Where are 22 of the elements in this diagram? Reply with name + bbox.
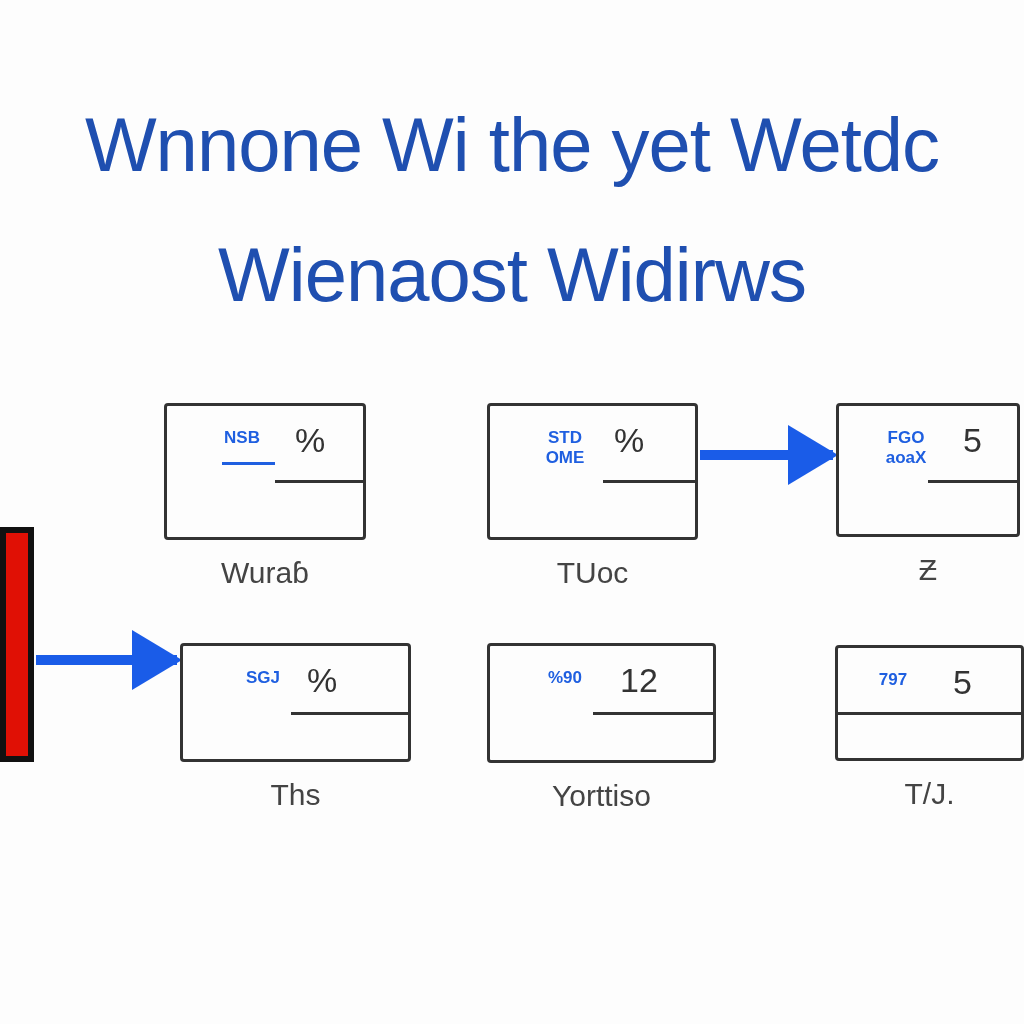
card-code: NSB — [223, 428, 261, 448]
card-glyph: % — [614, 420, 645, 460]
card-glyph: 5 — [953, 662, 972, 702]
arrow — [700, 425, 838, 485]
filled-block — [0, 527, 34, 762]
card-code: %90 — [547, 668, 583, 688]
card-caption: TUoc — [555, 555, 630, 591]
card-code: STD OME — [544, 428, 586, 468]
card-caption: Ths — [269, 777, 322, 813]
card-caption: Wuraɓ — [220, 555, 310, 591]
card-code: 797 — [877, 670, 909, 690]
card-code: FGO aoaX — [884, 428, 928, 468]
card-glyph: 12 — [620, 660, 658, 700]
card-caption: Yorttiso — [551, 778, 652, 814]
card-glyph: % — [307, 660, 338, 700]
card-glyph: % — [295, 420, 326, 460]
card-caption: T/J. — [903, 776, 956, 812]
card-code: SGJ — [245, 668, 281, 688]
title: Wnnone Wi the yet Wetdc Wienaost Widirws — [83, 101, 941, 319]
arrow — [36, 630, 182, 690]
card-glyph: 5 — [963, 420, 982, 460]
card-caption: Ƶ — [917, 552, 939, 588]
